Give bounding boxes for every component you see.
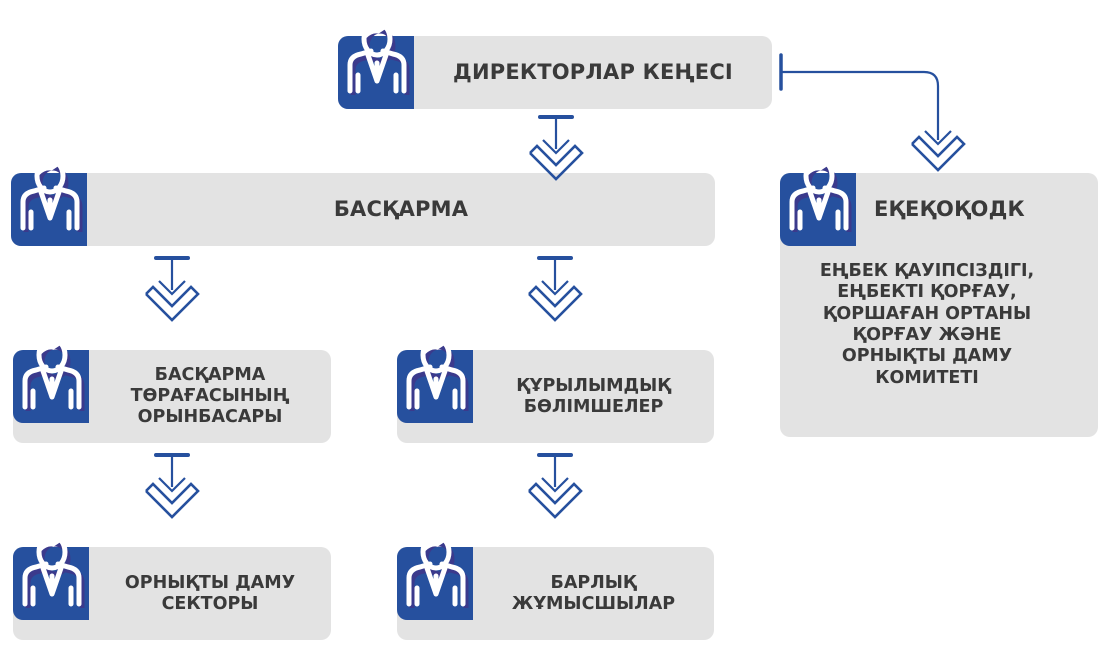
node-management-board[interactable]: БАСҚАРМА [11, 173, 715, 246]
node-label: БАСҚАРМА ТӨРАҒАСЫНЫҢ ОРЫНБАСАРЫ [130, 365, 290, 427]
person-icon [401, 522, 471, 608]
node-label: ҚҰРЫЛЫМДЫҚ БӨЛІМШЕЛЕР [516, 375, 671, 417]
person-icon [784, 146, 854, 232]
node-board-of-directors[interactable]: ДИРЕКТОРЛАР КЕҢЕСІ [338, 36, 772, 109]
person-icon [17, 522, 87, 608]
edge-units-to-employees [527, 453, 583, 519]
edge-management-to-units [527, 256, 583, 322]
node-label: БАСҚАРМА [333, 196, 469, 221]
edge-deputy-to-sector [144, 453, 200, 519]
edge-board-to-management [528, 115, 584, 181]
node-label: ОРНЫҚТЫ ДАМУ СЕКТОРЫ [124, 572, 296, 614]
edge-management-to-deputy [144, 256, 200, 322]
node-label: ЕҚЕҚОҚОДК [874, 196, 1025, 221]
node-all-employees[interactable]: БАРЛЫҚ ЖҰМЫСШЫЛАР [397, 547, 714, 640]
person-icon [17, 325, 87, 411]
node-sustainability-sector[interactable]: ОРНЫҚТЫ ДАМУ СЕКТОРЫ [13, 547, 331, 640]
node-committee[interactable]: ЕҚЕҚОҚОДК ЕҢБЕК ҚАУІПСІЗДІГІ, ЕҢБЕКТІ ҚО… [780, 173, 1098, 437]
node-deputy-chairman[interactable]: БАСҚАРМА ТӨРАҒАСЫНЫҢ ОРЫНБАСАРЫ [13, 350, 331, 443]
node-label: БАРЛЫҚ ЖҰМЫСШЫЛАР [511, 572, 676, 614]
node-description: ЕҢБЕК ҚАУІПСІЗДІГІ, ЕҢБЕКТІ ҚОРҒАУ, ҚОРШ… [819, 261, 1035, 388]
node-label: ДИРЕКТОРЛАР КЕҢЕСІ [453, 59, 733, 84]
person-icon [342, 9, 412, 95]
node-structural-units[interactable]: ҚҰРЫЛЫМДЫҚ БӨЛІМШЕЛЕР [397, 350, 714, 443]
person-icon [15, 146, 85, 232]
person-icon [401, 325, 471, 411]
